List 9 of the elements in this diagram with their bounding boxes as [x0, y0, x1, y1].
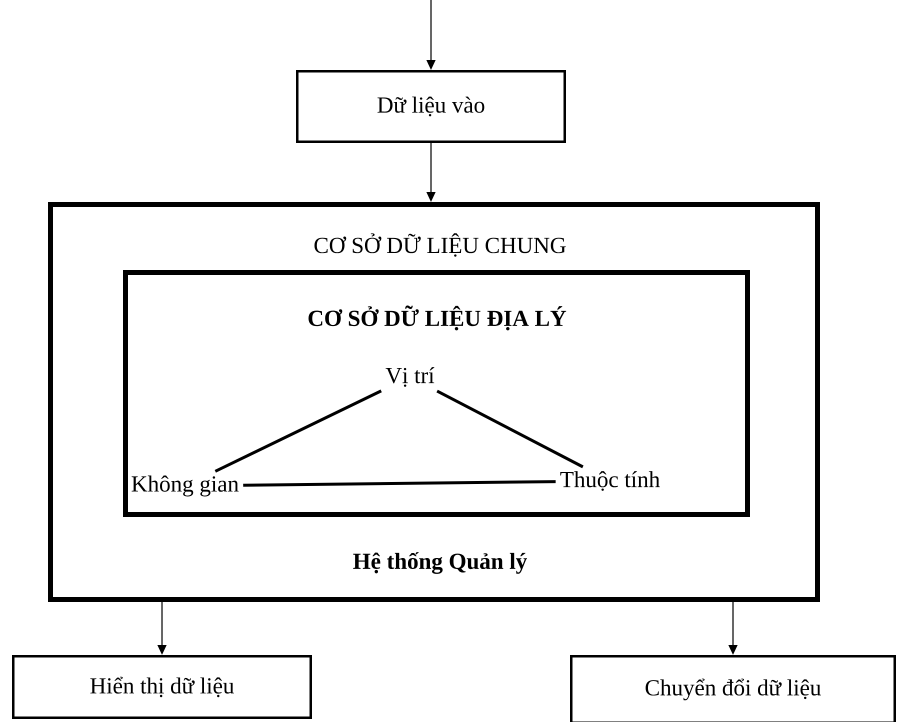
process-box: Chuyển đổi dữ liệu	[570, 654, 896, 722]
node-label: Không gian	[132, 476, 239, 496]
connector-line	[214, 390, 382, 473]
connector-line	[436, 390, 584, 468]
process-box: Dữ liệu vào	[296, 70, 566, 143]
process-box: Hiển thị dữ liệu	[12, 654, 312, 719]
node-label: Thuộc tính	[560, 471, 660, 491]
node-label: Vị trí	[386, 367, 434, 387]
connector-line	[243, 480, 556, 487]
